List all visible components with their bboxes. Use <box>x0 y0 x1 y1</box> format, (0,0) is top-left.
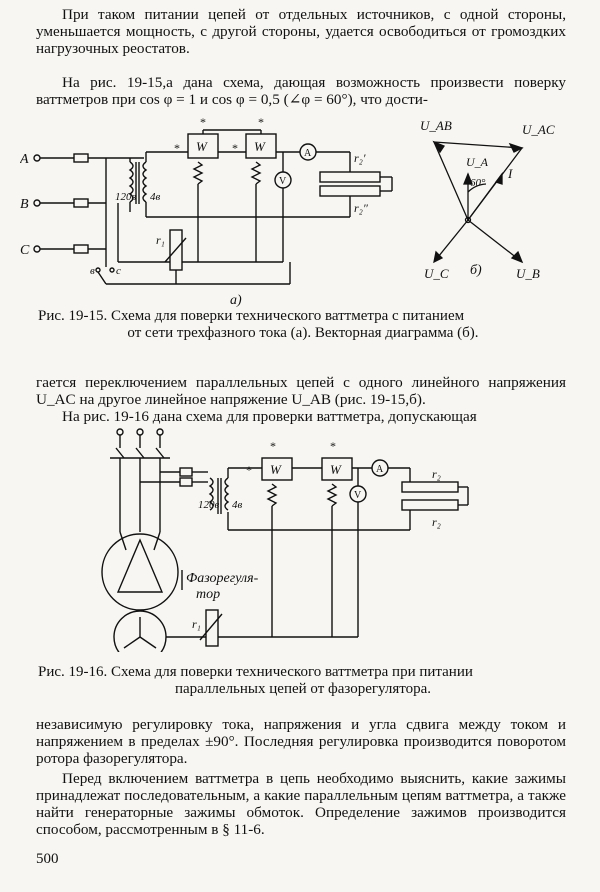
figure-19-15-vector-diagram: U_AB U_AC U_A 60° I U_C U_B б) <box>410 112 580 290</box>
fig15-secondary-voltage-label: 4в <box>150 191 161 203</box>
paragraph-1: При таком питании цепей от отдельных ист… <box>36 6 566 57</box>
fig16-star-1: * <box>246 463 252 477</box>
vector-u-b-label: U_B <box>516 266 540 281</box>
fig15-primary-voltage-label: 120в <box>115 191 137 203</box>
fig16-primary-voltage-label: 120в <box>198 499 220 511</box>
vector-u-ac-label: U_AC <box>522 122 555 137</box>
phase-c-label: C <box>20 243 30 258</box>
fig16-voltmeter-label: V <box>354 490 362 501</box>
fig15-star-3: * <box>232 141 238 155</box>
phase-regulator-label-2: тор <box>196 587 220 602</box>
fig15-star-2: * <box>200 115 206 129</box>
paragraph-3: гается переключением параллельных цепей … <box>36 374 566 408</box>
fig16-secondary-voltage-label: 4в <box>232 499 243 511</box>
fig15-wattmeter-2-label: W <box>254 139 266 154</box>
fig15-subfigure-a-label: а) <box>230 293 242 308</box>
fig15-r2-double-prime-label: r₂″ <box>354 201 369 215</box>
fig16-ammeter-label: A <box>376 464 384 475</box>
vector-u-ab-label: U_AB <box>420 118 452 133</box>
fig16-wattmeter-1-label: W <box>270 462 282 477</box>
figure-19-15-caption-line-2: от сети трехфазного тока (а). Векторная … <box>127 325 479 341</box>
figure-19-15-caption: Рис. 19-15. Схема для поверки техническо… <box>38 308 568 342</box>
fig15-subfigure-b-label: б) <box>470 263 482 278</box>
paragraph-2: На рис. 19-15,а дана схема, дающая возмо… <box>36 74 566 108</box>
fig15-r2-prime-label: r₂′ <box>354 151 366 165</box>
figure-19-15-vector-svg: U_AB U_AC U_A 60° I U_C U_B б) <box>420 118 555 281</box>
figure-19-16-caption: Рис. 19-16. Схема для поверки техническо… <box>38 664 568 698</box>
fig15-voltmeter-label: V <box>279 176 287 187</box>
vector-current-label: I <box>507 166 513 181</box>
figure-19-15-circuit: A B C 120в 4в W * * <box>19 112 400 312</box>
fig16-star-2: * <box>270 439 276 453</box>
figure-19-16-circuit-svg: Фазорегуля- тор 120в 4в W W * * * A V <box>101 428 469 664</box>
fig15-switch-b-label: в <box>90 265 95 277</box>
page-number: 500 <box>36 851 59 867</box>
paragraph-4: На рис. 19-16 дана схема для проверки ва… <box>62 408 477 425</box>
phase-regulator-label-1: Фазорегуля- <box>186 571 259 586</box>
fig15-star-1: * <box>174 141 180 155</box>
fig15-switch-c-label: с <box>116 265 121 277</box>
fig16-r2-lower-label: r₂ <box>432 515 441 529</box>
paragraph-6: Перед включением ваттметра в цепь необхо… <box>36 770 566 838</box>
fig15-star-4: * <box>258 115 264 129</box>
vector-u-a-label: U_A <box>466 155 489 169</box>
phase-a-label: A <box>20 152 29 167</box>
figure-19-15-circuit-svg: A B C 120в 4в W * * <box>19 115 393 308</box>
figure-19-16-caption-line-1: Рис. 19-16. Схема для поверки техническо… <box>38 664 473 680</box>
fig15-ammeter-label: A <box>304 148 312 159</box>
figure-19-15-caption-line-1: Рис. 19-15. Схема для поверки техническо… <box>38 308 465 324</box>
paragraph-5: независимую регулировку тока, напряжения… <box>36 716 566 767</box>
phase-b-label: B <box>20 197 29 212</box>
fig16-r1-label: r₁ <box>192 617 201 631</box>
vector-angle-label: 60° <box>470 177 486 189</box>
fig16-r2-upper-label: r₂ <box>432 467 441 481</box>
figure-19-16-circuit: Фазорегуля- тор 120в 4в W W * * * A V <box>90 422 490 664</box>
fig15-wattmeter-1-label: W <box>196 139 208 154</box>
figure-19-16-caption-line-2: параллельных цепей от фазорегулятора. <box>174 681 432 697</box>
fig15-r1-label: r₁ <box>156 233 165 247</box>
fig16-wattmeter-2-label: W <box>330 462 342 477</box>
vector-u-c-label: U_C <box>424 266 449 281</box>
fig16-star-3: * <box>330 439 336 453</box>
